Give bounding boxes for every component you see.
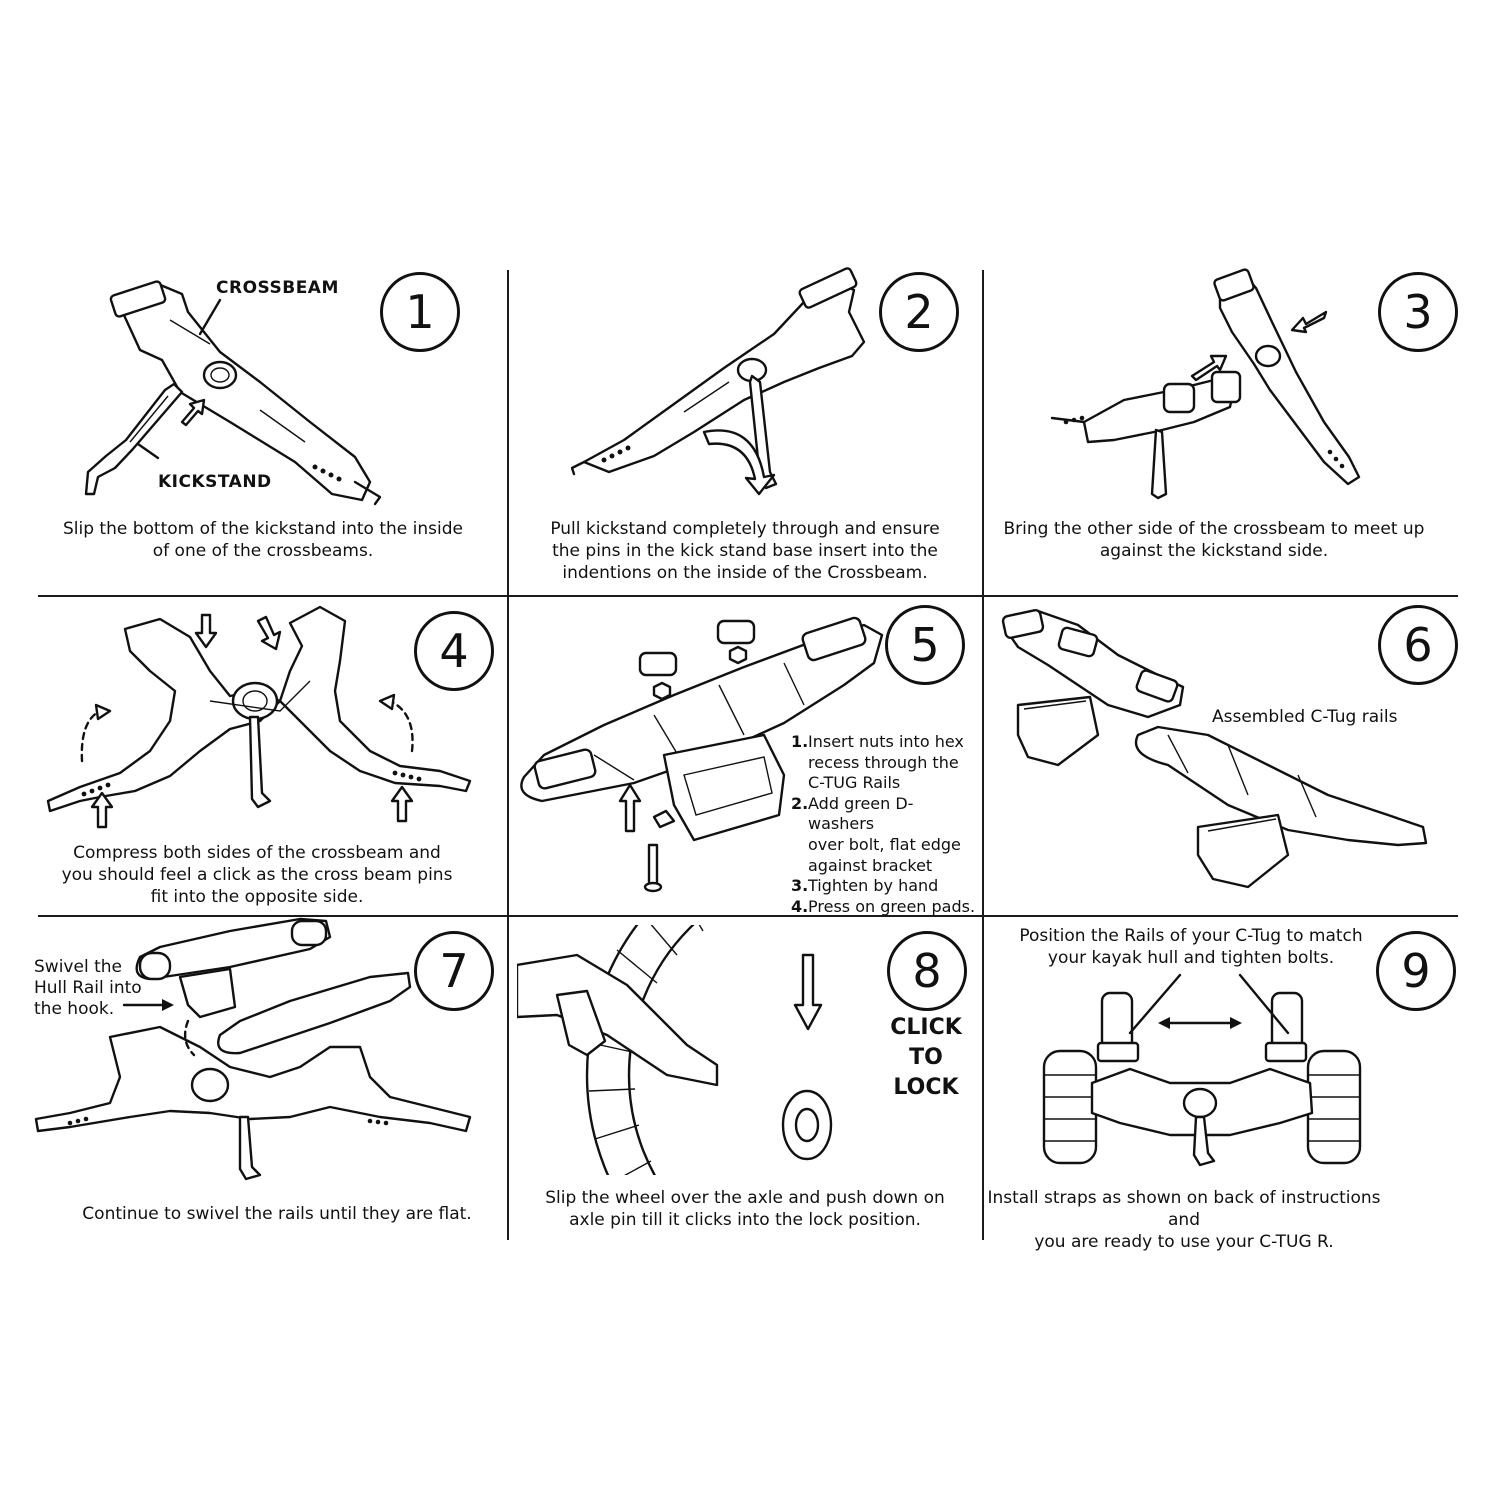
click-to-lock-callout: CLICK TO LOCK — [890, 1015, 962, 1100]
step-caption: Install straps as shown on back of instr… — [987, 1188, 1381, 1252]
step-panel-1: CROSSBEAM KICKSTAND 1 Slip the bottom of… — [40, 272, 506, 594]
step-number-badge: 1 — [380, 272, 460, 352]
list-item: 4.Press on green pads. — [791, 896, 976, 916]
step-number-badge: 3 — [1378, 272, 1458, 352]
step-number-badge: 2 — [879, 272, 959, 352]
step-number-badge: 5 — [885, 605, 965, 685]
cart-illustration — [1042, 973, 1362, 1167]
step-panel-8: 8 CLICK TO LOCK Slip the wheel over the … — [509, 917, 981, 1237]
step-caption: Pull kickstand completely through and en… — [550, 519, 940, 583]
step-panel-7: Swivel the Hull Rail into the hook. 7 Co… — [30, 917, 506, 1237]
step-number-badge: 9 — [1376, 931, 1456, 1011]
assembled-rails-label: Assembled C-Tug rails — [1212, 707, 1398, 727]
position-rails-note: Position the Rails of your C-Tug to matc… — [1019, 926, 1363, 968]
list-item: 3.Tighten by hand — [791, 876, 939, 896]
step-panel-6: 6 Assembled C-Tug rails — [984, 597, 1458, 913]
step-caption: Continue to swivel the rails until they … — [82, 1204, 472, 1224]
step-caption: Slip the wheel over the axle and push do… — [545, 1188, 945, 1230]
crossbeam-illustration — [46, 605, 472, 829]
step-number-badge: 4 — [414, 611, 494, 691]
crossbeam-illustration — [1050, 268, 1361, 500]
swivel-note: Swivel the Hull Rail into the hook. — [34, 957, 142, 1019]
step-panel-3: 3 Bring the other side of the crossbeam … — [984, 268, 1458, 594]
step-caption: Bring the other side of the crossbeam to… — [1003, 519, 1425, 561]
step-number-badge: 8 — [887, 931, 967, 1011]
grid-divider — [38, 915, 1458, 917]
kickstand-label: KICKSTAND — [158, 472, 272, 492]
grid-divider — [982, 270, 984, 1240]
step-panel-4: 4 Compress both sides of the crossbeam a… — [40, 597, 506, 913]
cart-illustration — [34, 917, 472, 1181]
grid-divider — [507, 270, 509, 1240]
step-panel-2: 2 Pull kickstand completely through and … — [509, 267, 981, 594]
step-number-badge: 6 — [1378, 605, 1458, 685]
step-caption: Compress both sides of the crossbeam and… — [61, 843, 453, 907]
rail-illustration — [1001, 609, 1428, 889]
step-panel-9: Position the Rails of your C-Tug to matc… — [984, 917, 1458, 1252]
grid-divider — [38, 595, 1458, 597]
crossbeam-illustration — [570, 267, 866, 496]
step-caption: Slip the bottom of the kickstand into th… — [63, 519, 463, 561]
crossbeam-label: CROSSBEAM — [216, 278, 339, 298]
wheel-illustration — [517, 925, 857, 1175]
crossbeam-illustration — [84, 280, 382, 506]
step-number-badge: 7 — [414, 931, 494, 1011]
rail-illustration — [520, 616, 884, 893]
